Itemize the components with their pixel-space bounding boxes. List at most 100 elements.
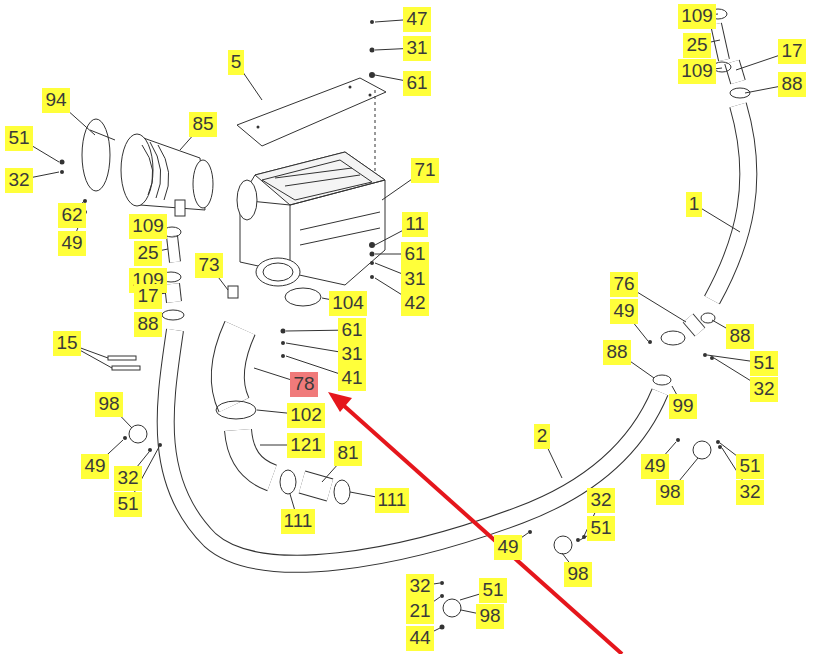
callout-number: 88 bbox=[603, 340, 630, 365]
callout-label: 17 bbox=[137, 285, 158, 306]
callout-label: 51 bbox=[739, 455, 760, 476]
callout-number: 102 bbox=[287, 403, 325, 428]
callout-number: 32 bbox=[736, 480, 763, 505]
callout-label: 1 bbox=[689, 193, 700, 214]
callout-label: 78 bbox=[293, 373, 314, 394]
callout-label: 15 bbox=[56, 332, 77, 353]
callout-label: 31 bbox=[341, 343, 362, 364]
callout-number: 98 bbox=[95, 392, 122, 417]
callout-number: 32 bbox=[750, 377, 777, 402]
callout-number: 41 bbox=[338, 366, 365, 391]
callout-number: 71 bbox=[411, 158, 438, 183]
callout-label: 121 bbox=[290, 434, 322, 455]
callout-label: 51 bbox=[482, 579, 503, 600]
callout-label: 98 bbox=[659, 481, 680, 502]
callout-label: 31 bbox=[404, 268, 425, 289]
callout-label: 109 bbox=[681, 5, 713, 26]
callout-number: 104 bbox=[329, 291, 367, 316]
callout-number: 85 bbox=[189, 112, 216, 137]
callout-number: 109 bbox=[129, 214, 167, 239]
callout-number: 25 bbox=[134, 241, 161, 266]
callout-number: 98 bbox=[564, 562, 591, 587]
callout-number: 15 bbox=[53, 331, 80, 356]
callout-label: 44 bbox=[409, 627, 430, 648]
callout-label: 32 bbox=[117, 467, 138, 488]
callout-label: 32 bbox=[739, 481, 760, 502]
callout-number: 31 bbox=[401, 267, 428, 292]
callout-number: 11 bbox=[402, 212, 428, 237]
callout-label: 73 bbox=[198, 254, 219, 275]
callout-number: 51 bbox=[5, 126, 32, 151]
callout-label: 111 bbox=[284, 510, 313, 531]
hose-clamps bbox=[129, 9, 750, 617]
callout-label: 98 bbox=[98, 393, 119, 414]
callout-number: 49 bbox=[494, 535, 521, 560]
callout-number: 32 bbox=[114, 466, 141, 491]
callout-label: 42 bbox=[404, 292, 425, 313]
bolts bbox=[60, 20, 723, 630]
callout-number: 32 bbox=[406, 574, 433, 599]
cover-plate bbox=[237, 78, 386, 146]
callout-label: 25 bbox=[686, 34, 707, 55]
air-cleaner-housing bbox=[237, 152, 385, 286]
callout-label: 94 bbox=[45, 89, 66, 110]
callout-label: 41 bbox=[341, 367, 362, 388]
callout-number: 76 bbox=[610, 272, 637, 297]
callout-label: 88 bbox=[729, 325, 750, 346]
callout-label: 5 bbox=[231, 51, 242, 72]
callout-label: 109 bbox=[132, 215, 164, 236]
callout-label: 21 bbox=[409, 600, 430, 621]
pointer-arrow bbox=[342, 404, 622, 654]
callout-number: 88 bbox=[726, 324, 753, 349]
callout-label: 109 bbox=[681, 60, 713, 81]
callout-number: 51 bbox=[750, 351, 777, 376]
callout-label: 32 bbox=[8, 169, 29, 190]
callout-number: 94 bbox=[42, 88, 69, 113]
hoses bbox=[166, 24, 749, 564]
callout-number: 31 bbox=[338, 342, 365, 367]
callout-number: 61 bbox=[401, 242, 428, 267]
callout-label: 51 bbox=[8, 127, 29, 148]
callout-label: 61 bbox=[404, 243, 425, 264]
callout-label: 51 bbox=[753, 352, 774, 373]
callout-number: 73 bbox=[195, 253, 222, 278]
callout-number: 32 bbox=[5, 168, 32, 193]
callout-label: 47 bbox=[406, 8, 427, 29]
callout-number: 51 bbox=[479, 578, 506, 603]
callout-number: 42 bbox=[401, 291, 428, 316]
callout-label: 81 bbox=[337, 442, 358, 463]
callout-label: 88 bbox=[137, 313, 158, 334]
callout-label: 98 bbox=[567, 563, 588, 584]
callout-label: 17 bbox=[781, 40, 802, 61]
callout-number: 111 bbox=[375, 488, 410, 513]
callout-number: 51 bbox=[587, 516, 614, 541]
callout-number: 17 bbox=[134, 284, 161, 309]
callout-number: 49 bbox=[81, 454, 108, 479]
callout-number: 49 bbox=[641, 454, 668, 479]
callout-label: 62 bbox=[61, 204, 82, 225]
callout-number: 17 bbox=[778, 39, 805, 64]
callout-label: 102 bbox=[290, 404, 322, 425]
callout-number: 44 bbox=[406, 626, 433, 651]
callout-label: 61 bbox=[341, 319, 362, 340]
callout-label: 32 bbox=[590, 489, 611, 510]
callout-label: 31 bbox=[406, 37, 427, 58]
callout-label: 98 bbox=[479, 605, 500, 626]
pointer-arrowhead bbox=[328, 392, 352, 412]
callout-number: 88 bbox=[134, 312, 161, 337]
callout-number: 98 bbox=[656, 480, 683, 505]
callout-label: 88 bbox=[781, 73, 802, 94]
callout-label: 25 bbox=[137, 242, 158, 263]
callout-number: 1 bbox=[686, 192, 703, 217]
callout-label: 85 bbox=[192, 113, 213, 134]
callout-number: 49 bbox=[58, 231, 85, 256]
callout-label: 49 bbox=[497, 536, 518, 557]
callout-number: 121 bbox=[287, 433, 325, 458]
callout-number: 109 bbox=[678, 4, 716, 29]
callout-label: 49 bbox=[84, 455, 105, 476]
callout-label: 111 bbox=[378, 489, 407, 510]
callout-number: 5 bbox=[228, 50, 245, 75]
callout-number: 49 bbox=[610, 299, 637, 324]
